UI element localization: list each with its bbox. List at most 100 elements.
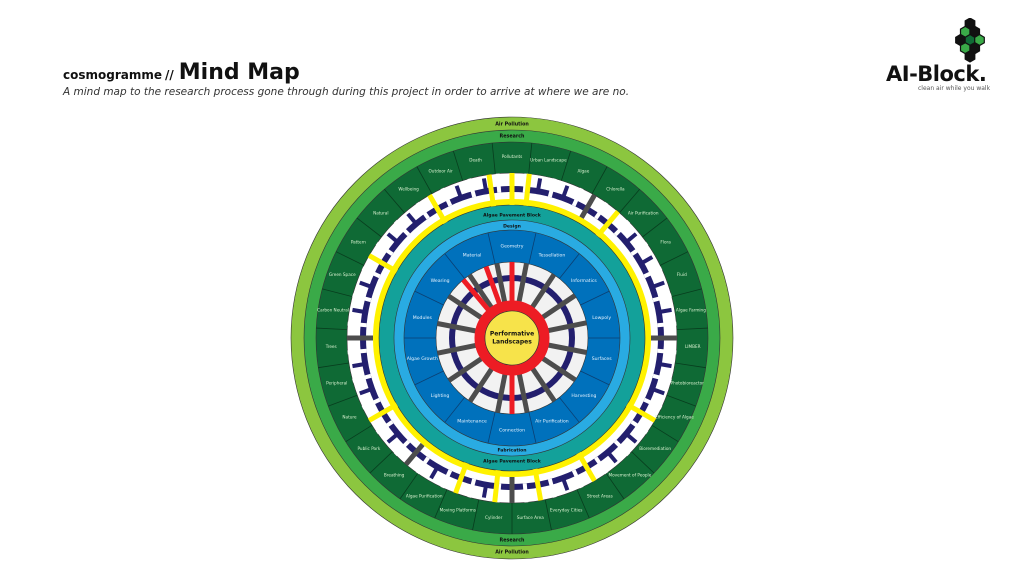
- design-topic-divider: [414, 290, 444, 306]
- yellow-connector: [427, 193, 448, 225]
- center-circle-fill: [484, 310, 540, 366]
- research-topic-divider: [561, 150, 572, 181]
- inner-grey-spoke: [538, 293, 577, 322]
- navy-tick: [481, 486, 488, 498]
- research-topic-divider: [666, 394, 696, 407]
- navy-tick: [454, 185, 463, 197]
- research-topic-divider: [675, 362, 706, 369]
- inner-grey-spoke: [544, 320, 587, 334]
- design-topic-divider: [580, 290, 610, 306]
- research-topic-label: Movement of People: [609, 472, 652, 477]
- navy-tick: [481, 178, 488, 190]
- research-topic-divider: [642, 217, 668, 238]
- center-label-line-1: Performative: [490, 331, 534, 338]
- research-topic-label: Everyday Cities: [550, 508, 583, 513]
- design-topic-divider: [444, 397, 465, 423]
- navy-ring-gap: [547, 478, 557, 498]
- research-topic-divider: [651, 424, 679, 443]
- design-topic-divider: [414, 370, 444, 386]
- center-red-border: [474, 300, 550, 376]
- navy-ring-gap: [393, 219, 411, 237]
- design-topic-label: Tessellation: [538, 253, 566, 259]
- navy-ring-gap: [393, 439, 411, 457]
- research-topic-divider: [356, 217, 382, 238]
- research-topic-divider: [316, 327, 348, 331]
- research-topic-divider: [676, 327, 708, 331]
- design-topic-label: Maintenance: [457, 418, 487, 424]
- brand-name: cosmogramme: [63, 68, 162, 82]
- logo-hexagon: [964, 50, 976, 63]
- research-topic-divider: [452, 150, 463, 181]
- research-topic-label: Algae Purification: [406, 493, 443, 498]
- research-topic-label: Algae Farming: [676, 308, 706, 313]
- navy-ring-gap: [643, 266, 663, 279]
- navy-ring-gap: [361, 266, 381, 279]
- design-topic-label: Informatics: [571, 278, 597, 284]
- navy-ring-gap: [643, 397, 663, 410]
- design-topic-label: Harvesting: [571, 393, 596, 399]
- navy-tick: [561, 185, 570, 197]
- yellow-connector: [492, 470, 501, 503]
- navy-ring-gap: [415, 201, 430, 220]
- inner-grey-spoke: [495, 370, 508, 414]
- design-topic-divider: [559, 253, 580, 279]
- navy-tick: [352, 362, 364, 369]
- research-topic-label: Moving Platforms: [440, 508, 476, 513]
- research-topic-divider: [399, 473, 419, 500]
- navy-ring-gap: [440, 187, 453, 207]
- research-label-top: Research: [500, 134, 526, 140]
- inner-grey-spoke: [528, 273, 557, 312]
- research-topic-label: Wellbeing: [398, 186, 419, 191]
- navy-tick: [352, 307, 364, 314]
- research-topic-label: Photobioreactor: [671, 380, 705, 385]
- research-topic-label: Cylinder: [485, 515, 503, 520]
- navy-tick: [626, 433, 638, 444]
- design-topic-divider: [487, 412, 496, 444]
- navy-ring-gap: [375, 241, 394, 256]
- header: cosmogramme // Mind Map A mind map to th…: [63, 60, 629, 98]
- navy-ring-gap: [415, 456, 430, 475]
- grey-connector: [404, 442, 425, 467]
- inner-grey-spoke: [447, 354, 486, 383]
- navy-tick: [386, 433, 398, 444]
- research-label-bottom: Research: [500, 538, 526, 544]
- navy-ring-gap: [522, 483, 529, 503]
- navy-ring-gap: [571, 469, 584, 489]
- navy-ring-gap: [352, 293, 372, 303]
- navy-ring-gap: [657, 348, 677, 355]
- yellow-connector: [367, 253, 399, 274]
- inner-grey-spoke: [436, 321, 480, 334]
- navy-ring-gap: [361, 397, 381, 410]
- navy-tick: [660, 307, 672, 314]
- inner-grey-spoke: [467, 364, 496, 403]
- research-topic-label: Algae: [577, 169, 589, 174]
- grey-connector: [579, 193, 597, 219]
- title-separator: //: [165, 68, 174, 82]
- research-topic-label: Trees: [325, 344, 337, 349]
- algae-block-label-bottom: Algae Pavement Block: [483, 459, 542, 465]
- research-topic-label: Green Space: [329, 272, 356, 277]
- design-topic-label: Connection: [499, 428, 525, 434]
- navy-tick: [536, 178, 543, 190]
- ai-block-logo: AI-Block. clean air while you walk: [880, 17, 1010, 98]
- navy-ring-gap: [613, 219, 631, 237]
- research-topic-label: Death: [469, 158, 482, 163]
- navy-ring-gap: [594, 456, 609, 475]
- design-topic-label: Geometry: [501, 244, 524, 250]
- research-topic-label: Outdoor Air: [429, 169, 453, 174]
- design-topic-divider: [487, 232, 496, 264]
- navy-tick: [607, 452, 618, 464]
- navy-ring-gap: [630, 241, 649, 256]
- design-topic-divider: [580, 370, 610, 386]
- research-topic-divider: [591, 166, 608, 194]
- navy-tick: [660, 362, 672, 369]
- research-topic-divider: [671, 288, 702, 298]
- inner-grey-spoke: [437, 342, 480, 356]
- navy-ring-gap: [652, 293, 672, 303]
- hexagon-cluster-icon: [955, 17, 985, 63]
- inner-grey-spoke: [516, 370, 530, 413]
- navy-tick: [429, 467, 439, 480]
- yellow-connector: [576, 451, 597, 483]
- navy-tick: [406, 212, 417, 224]
- research-topic-divider: [659, 251, 689, 266]
